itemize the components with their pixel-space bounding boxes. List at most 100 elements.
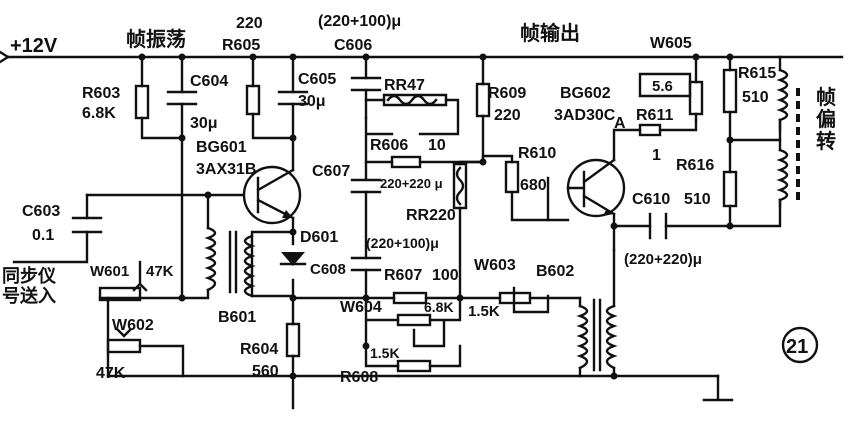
wire-r611 — [658, 118, 698, 132]
transistor-bg601 — [242, 165, 302, 225]
resistor-r603 — [134, 84, 150, 120]
r610-value: 680 — [520, 177, 547, 194]
resistor-r608 — [396, 359, 432, 373]
c603-value: 0.1 — [32, 227, 54, 244]
r606-value: 10 — [428, 137, 446, 154]
wire-c603-down — [12, 193, 89, 264]
d601-ref: D601 — [300, 229, 338, 246]
r616-value: 510 — [684, 191, 711, 208]
w604-ref: W604 — [340, 299, 382, 316]
resistor-r605 — [245, 84, 261, 116]
transformer-b602 — [576, 298, 618, 372]
resistor-r616 — [722, 170, 738, 208]
transistor-bg602 — [566, 158, 626, 218]
w602-value: 47K — [96, 365, 126, 382]
r615-ref: R615 — [738, 65, 776, 82]
c610-ref: C610 — [632, 191, 670, 208]
w605-value: 5.6 — [652, 78, 673, 95]
yoke-char-2: 偏 — [816, 107, 836, 131]
section-osc-label: 帧振荡 — [126, 27, 186, 51]
supply-label: +12V — [10, 35, 58, 57]
resistor-r611 — [638, 123, 662, 137]
wire-w602 — [106, 296, 185, 378]
yoke-char-1: 帧 — [816, 85, 836, 109]
w602-ref: W602 — [112, 317, 154, 334]
yoke-label: 帧 偏 转 — [816, 85, 836, 153]
w603-value: 1.5K — [468, 303, 500, 320]
c606-value: (220+100)μ — [318, 13, 401, 30]
wire-collector602 — [612, 128, 642, 162]
capacitor-c608 — [350, 256, 382, 272]
wire-b602 — [578, 248, 616, 378]
c608-value: (220+100)μ — [366, 235, 439, 251]
wire-r605 — [251, 55, 295, 140]
wiper-w602 — [116, 328, 132, 338]
resistor-r609 — [475, 82, 491, 118]
bg601-ref: BG601 — [196, 139, 247, 156]
c605-value: 30μ — [298, 93, 326, 110]
resistor-r604 — [285, 322, 301, 358]
c607-ref: C607 — [312, 163, 350, 180]
resistor-r607 — [392, 291, 428, 305]
c608-ref: C608 — [310, 261, 346, 278]
r604-value: 560 — [252, 363, 279, 380]
wiper-w601 — [132, 282, 148, 292]
c605-ref: C605 — [298, 71, 336, 88]
w603-ref: W603 — [474, 257, 516, 274]
bg602-value: 3AD30C — [554, 107, 616, 124]
capacitor-c606 — [350, 76, 382, 92]
capacitor-c603 — [71, 216, 103, 234]
capacitor-c610 — [648, 212, 668, 240]
node-a-label: A — [614, 115, 626, 132]
r605-value: 220 — [236, 15, 263, 32]
w605-ref: W605 — [650, 35, 692, 52]
r603-value: 6.8K — [82, 105, 116, 122]
r611-ref: R611 — [636, 107, 673, 124]
b602-ref: B602 — [536, 263, 574, 280]
sync-input-label-1: 同步仪 — [2, 265, 57, 287]
c610-value: (220+220)μ — [624, 251, 702, 268]
wire-rr220 — [458, 160, 485, 300]
wire-r603 — [140, 55, 184, 140]
diode-d601 — [279, 252, 307, 266]
w604-value: 6.8K — [424, 299, 454, 315]
w601-value: 47K — [146, 263, 174, 280]
transformer-b601 — [204, 226, 256, 298]
capacitor-c605 — [277, 90, 309, 106]
junction-dots — [138, 53, 734, 380]
r607-ref: R607 — [384, 267, 422, 284]
thermistor-rr47 — [382, 93, 448, 107]
sync-input-label-2: 号送入 — [2, 285, 56, 307]
c604-ref: C604 — [190, 73, 228, 90]
thermistor-rr220 — [452, 162, 468, 210]
figure-number: 21 — [786, 336, 808, 358]
resistor-w604 — [396, 313, 432, 327]
rr47-ref: RR47 — [384, 77, 425, 94]
section-out-label: 帧输出 — [520, 21, 580, 45]
c607-value: 220+220 μ — [380, 176, 443, 191]
resistor-r610 — [504, 160, 520, 194]
b601-ref: B601 — [218, 309, 256, 326]
resistor-w601 — [98, 286, 142, 302]
c606-ref: C606 — [334, 37, 372, 54]
wire-w604 — [364, 296, 462, 348]
capacitor-c604 — [166, 90, 198, 106]
rr220-ref: RR220 — [406, 207, 456, 224]
wire-w604-wiper — [412, 320, 446, 348]
wire-r608 — [364, 344, 462, 368]
r605-ref: R605 — [222, 37, 260, 54]
wire-w603-wiper — [512, 286, 550, 314]
capacitor-c607 — [350, 178, 382, 194]
yoke-char-3: 转 — [816, 129, 836, 153]
r610-ref: R610 — [518, 145, 556, 162]
ground-symbol — [702, 374, 734, 402]
r608-ref: R608 — [340, 369, 378, 386]
bg601-value: 3AX31B — [196, 161, 256, 178]
supply-arrow — [0, 50, 10, 64]
yoke-coils — [776, 55, 800, 208]
resistor-w605 — [688, 80, 704, 116]
wire-base602 — [546, 176, 570, 222]
resistor-r615 — [722, 68, 738, 114]
wire-r616 — [728, 138, 782, 228]
r616-ref: R616 — [676, 157, 714, 174]
